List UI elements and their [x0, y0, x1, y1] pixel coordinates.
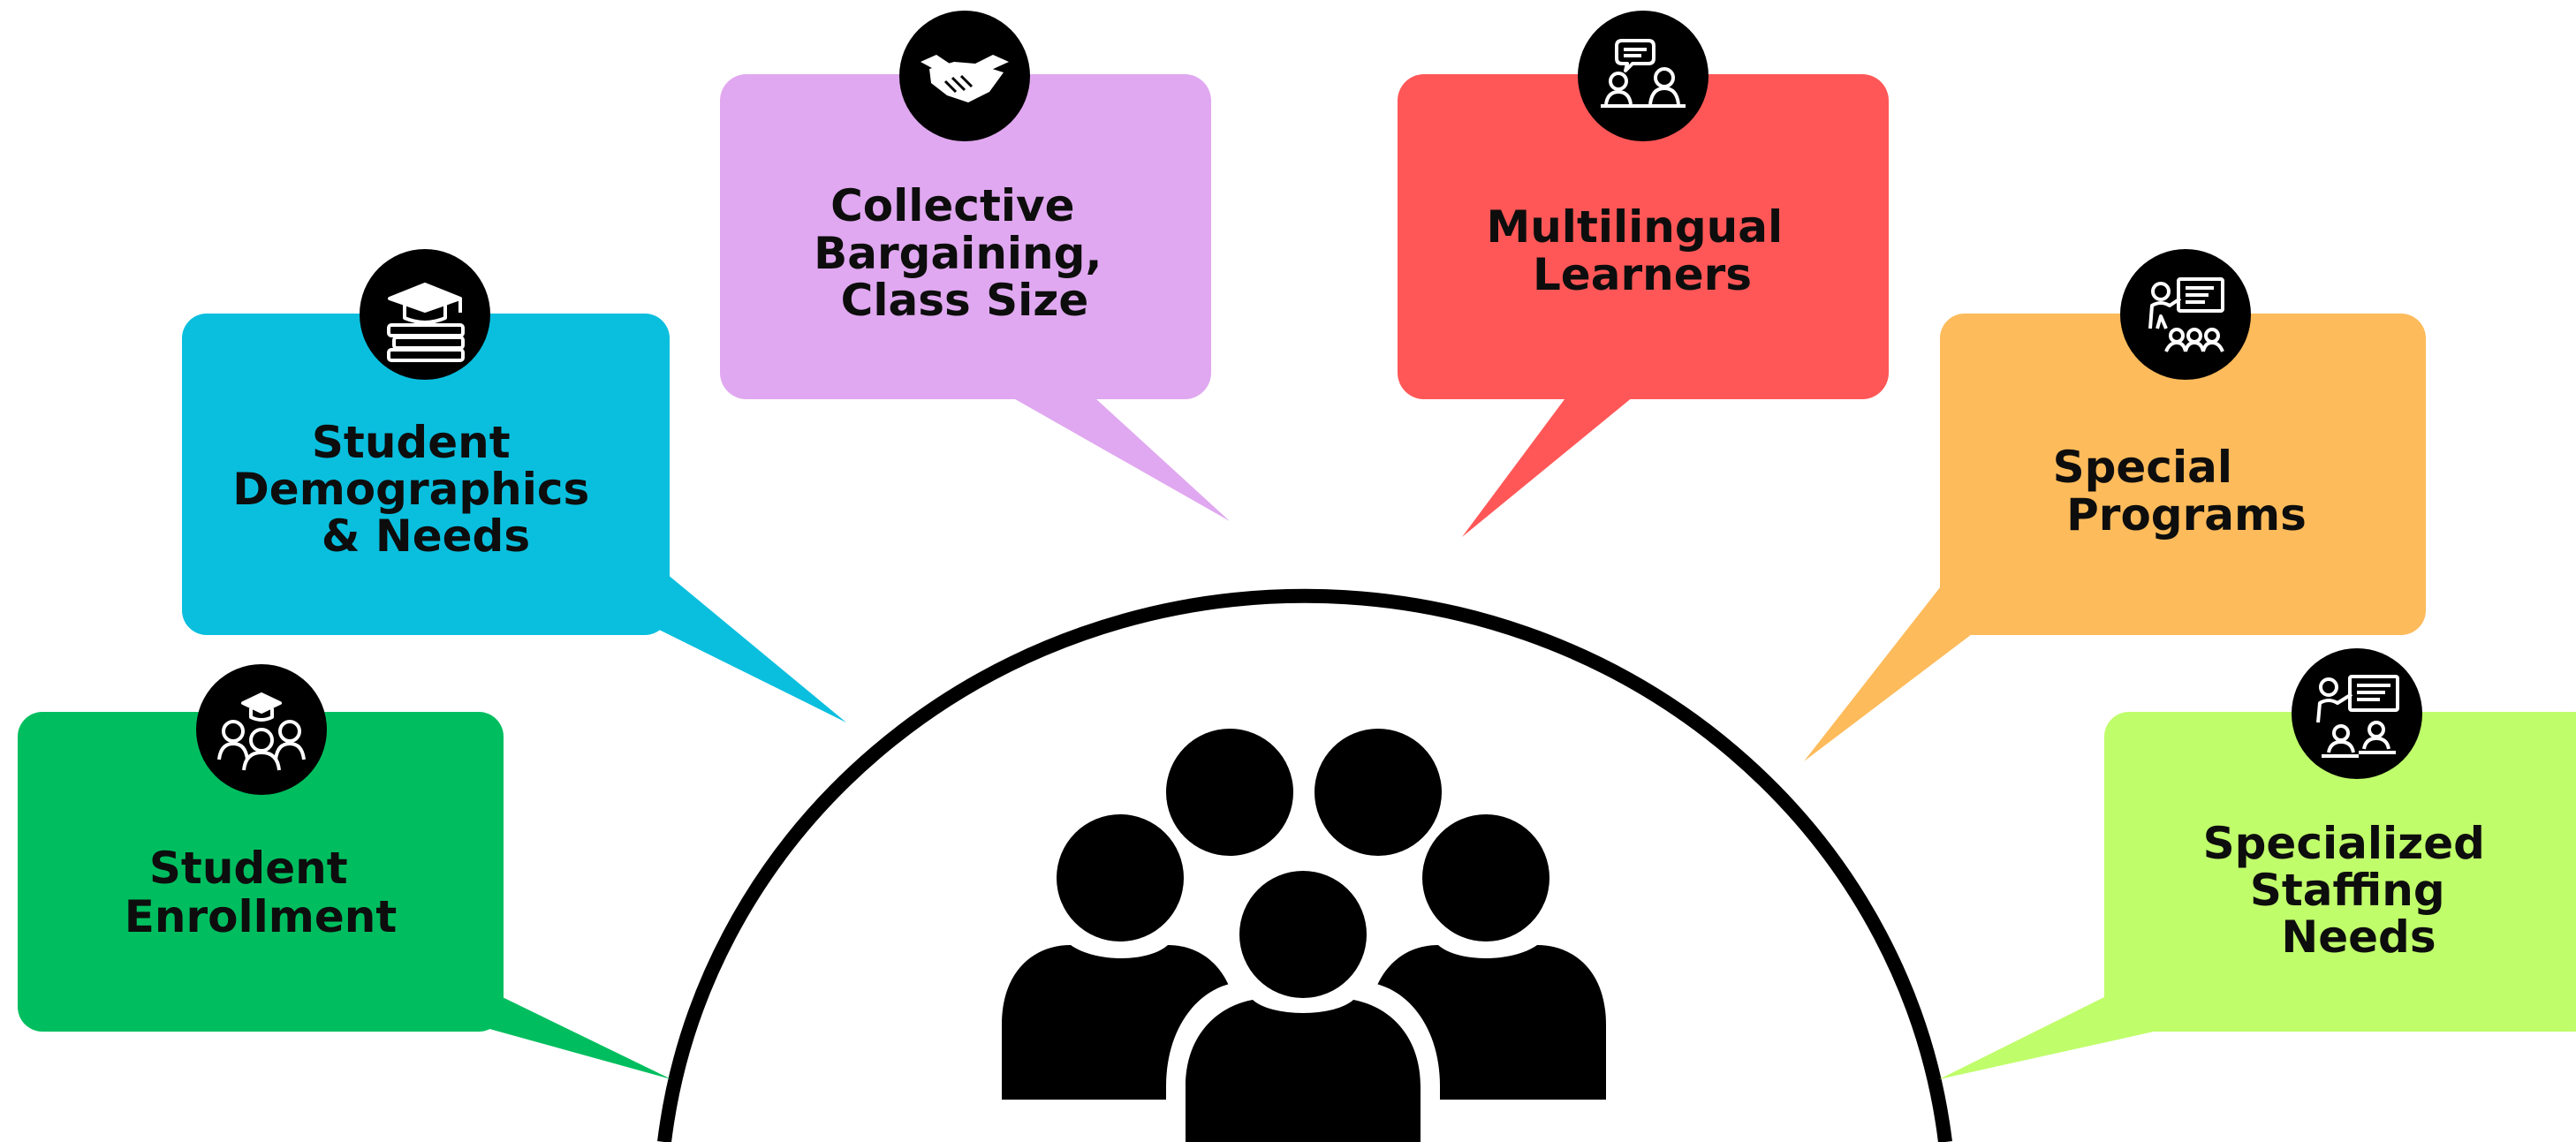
topic-label-line: Staffing [2250, 865, 2445, 916]
topic-label-line: Learners [1533, 249, 1752, 300]
topic-label: Student Enrollment [125, 843, 398, 942]
topic-label-line: Enrollment [125, 891, 398, 942]
callout-box [182, 314, 670, 635]
topic-multilingual-learners: Multilingual Learners [1398, 11, 1889, 537]
topic-label-line: & Needs [322, 510, 530, 562]
topic-label-line: Student [312, 417, 511, 468]
topic-label-line: Multilingual [1486, 201, 1783, 253]
students-graduation-icon [196, 664, 327, 795]
callout-box [2104, 712, 2576, 1032]
topic-label-line: Special [2053, 442, 2232, 493]
teacher-presentation-icon [2120, 249, 2251, 380]
handshake-icon [899, 11, 1030, 141]
callout-tail [636, 574, 846, 722]
callout-box [18, 712, 504, 1032]
topic-specialized-staffing: Specialized Staffing Needs [1939, 648, 2576, 1079]
topic-label: Specialized Staffing Needs [2203, 818, 2501, 963]
topic-label-line: Student [149, 843, 348, 894]
topic-label-line: Specialized [2203, 818, 2485, 869]
central-dome [657, 588, 1952, 1142]
conversation-desk-icon [1578, 11, 1708, 141]
topic-collective-bargaining: Collective Bargaining, Class Size [720, 11, 1230, 521]
topic-label: Collective Bargaining, Class Size [814, 180, 1118, 326]
topic-label-line: Class Size [841, 275, 1089, 326]
callout-box [1398, 74, 1889, 399]
callout-tail [996, 389, 1230, 521]
callout-tail [1462, 389, 1643, 537]
graduation-cap-books-icon [360, 249, 490, 380]
topic-label-line: Bargaining, [814, 228, 1102, 279]
topic-label-line: Collective [830, 180, 1074, 231]
topic-student-demographics: Student Demographics & Needs [182, 249, 846, 722]
callout-box [1940, 314, 2426, 635]
topic-label-line: Needs [2281, 911, 2436, 963]
topic-special-programs: Special Programs [1804, 249, 2426, 761]
topic-label: Special Programs [2053, 442, 2307, 541]
group-of-people-icon [1002, 729, 1606, 1142]
topic-label: Multilingual Learners [1486, 201, 1798, 300]
topic-label: Student Demographics & Needs [232, 417, 604, 562]
teacher-classroom-icon [2292, 648, 2422, 779]
callout-tail [1804, 583, 1979, 761]
topic-student-enrollment: Student Enrollment [18, 664, 671, 1079]
topic-label-line: Demographics [232, 464, 589, 515]
callout-box [720, 74, 1211, 399]
callout-tail [1939, 989, 2154, 1079]
topic-label-line: Programs [2066, 489, 2307, 541]
